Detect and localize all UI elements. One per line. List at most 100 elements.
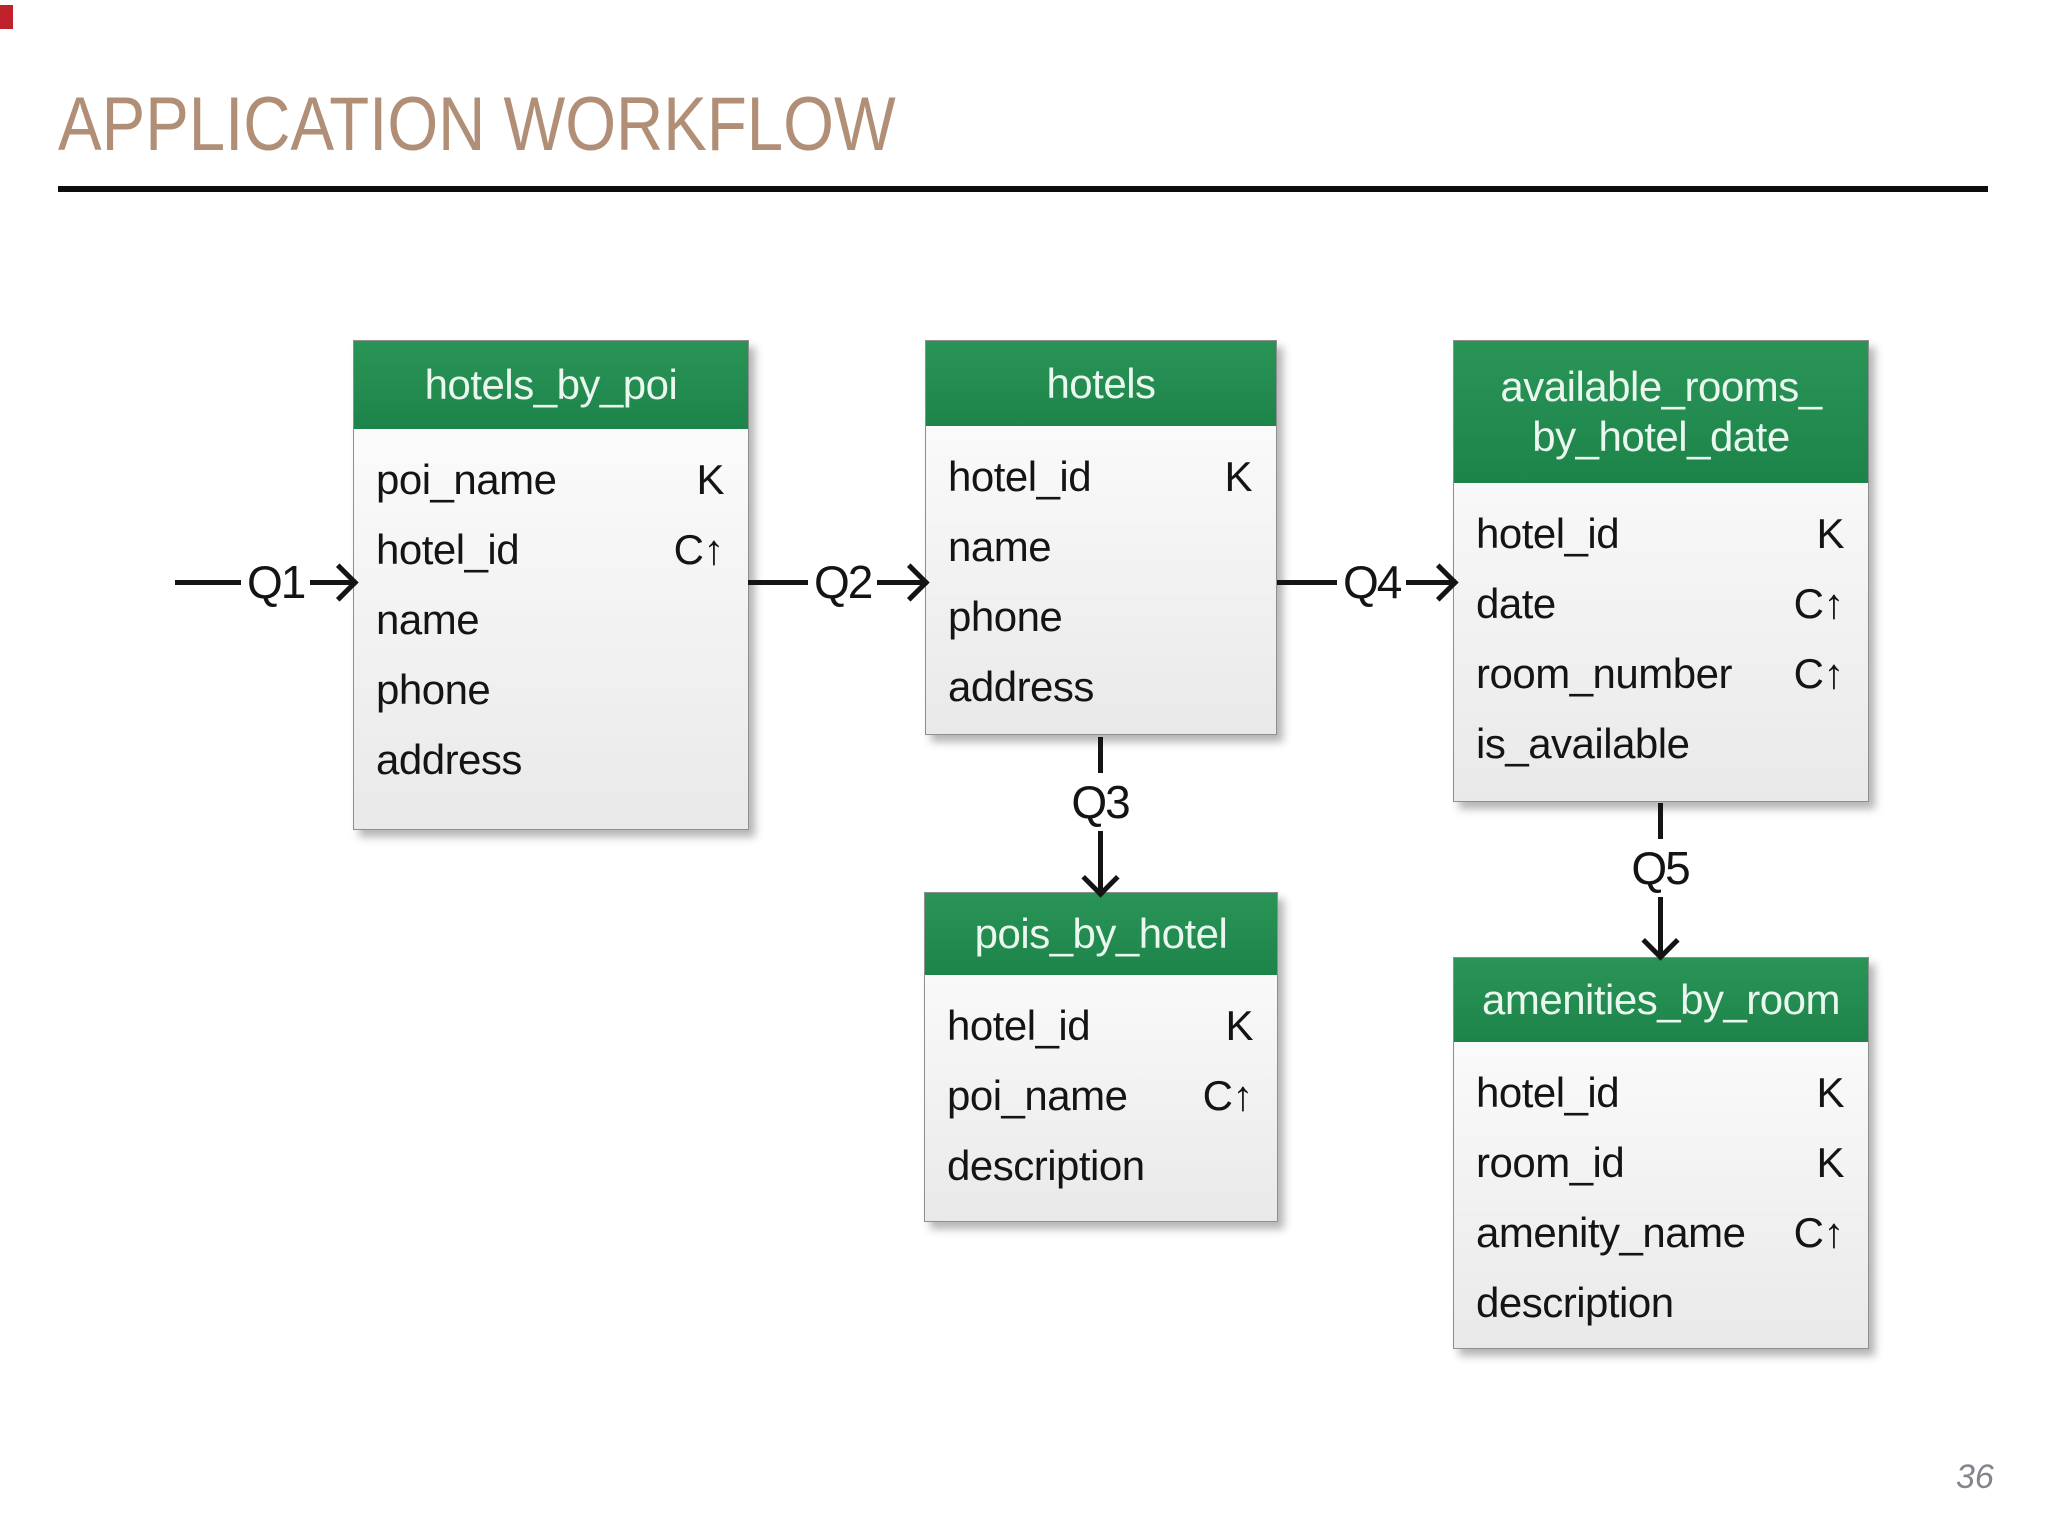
field-name: description — [1476, 1279, 1674, 1326]
arrow-line — [1097, 831, 1103, 891]
field-name: poi_name — [376, 456, 557, 503]
field-name: address — [948, 663, 1094, 710]
table-header: pois_by_hotel — [925, 893, 1277, 975]
field-name: phone — [376, 666, 491, 713]
page-number: 36 — [1956, 1458, 1994, 1496]
arrow-line — [877, 579, 923, 585]
arrowhead-down-icon — [1080, 859, 1120, 898]
query-arrow-q2: Q2 — [748, 552, 930, 612]
query-label-q3: Q3 — [1071, 776, 1130, 828]
table-body: hotel_id K date C↑ room_number C↑ is_ava… — [1454, 483, 1868, 801]
field-name: room_number — [1476, 650, 1732, 697]
field-row: is_available — [1476, 709, 1848, 779]
field-key-badge: K — [1816, 1139, 1844, 1186]
field-row: poi_name K — [376, 445, 728, 515]
table-name-line: hotels — [1046, 359, 1156, 407]
arrow-line — [1657, 897, 1663, 954]
field-name: date — [1476, 580, 1556, 627]
arrow-line — [1657, 803, 1663, 839]
field-name: address — [376, 736, 522, 783]
field-name: name — [376, 596, 480, 643]
field-row: date C↑ — [1476, 569, 1848, 639]
field-name: hotel_id — [948, 453, 1092, 500]
title-divider — [58, 186, 1988, 192]
field-name: hotel_id — [947, 1002, 1091, 1049]
field-row: hotel_id C↑ — [376, 515, 728, 585]
field-name: name — [948, 523, 1052, 570]
field-name: hotel_id — [1476, 1069, 1620, 1116]
table-header: available_rooms_ by_hotel_date — [1454, 341, 1868, 483]
table-name-line: pois_by_hotel — [974, 910, 1228, 957]
field-key-badge: K — [1816, 510, 1844, 557]
field-key-badge: K — [1224, 453, 1252, 500]
query-label-q2: Q2 — [814, 556, 873, 608]
field-name: amenity_name — [1476, 1209, 1746, 1256]
table-header: amenities_by_room — [1454, 958, 1868, 1042]
query-arrow-q3: Q3 — [1068, 737, 1132, 898]
field-name: hotel_id — [376, 526, 520, 573]
arrow-line — [1097, 737, 1103, 773]
field-row: room_number C↑ — [1476, 639, 1848, 709]
slide-accent-mark — [0, 5, 13, 29]
query-arrow-q4: Q4 — [1277, 552, 1459, 612]
query-arrow-q1: Q1 — [175, 552, 359, 612]
table-name-line: hotels_by_poi — [424, 361, 678, 408]
field-key-badge: C↑ — [673, 526, 725, 573]
table-name-line: available_rooms_ — [1500, 363, 1822, 410]
field-name: is_available — [1476, 720, 1690, 767]
field-key-badge: C↑ — [1793, 1209, 1845, 1256]
table-name-line: amenities_by_room — [1481, 976, 1841, 1023]
field-row: phone — [948, 582, 1256, 652]
field-name: poi_name — [947, 1072, 1128, 1119]
arrow-line — [175, 579, 241, 585]
field-row: name — [948, 512, 1256, 582]
field-name: room_id — [1476, 1139, 1625, 1186]
field-key-badge: C↑ — [1793, 580, 1845, 627]
query-label-q4: Q4 — [1343, 556, 1402, 608]
field-row: hotel_id K — [1476, 499, 1848, 569]
query-arrow-q5: Q5 — [1628, 803, 1692, 961]
table-hotels-by-poi: hotels_by_poi poi_name K hotel_id C↑ nam… — [353, 340, 749, 830]
arrowhead-right-icon — [320, 562, 359, 602]
table-available-rooms-by-hotel-date: available_rooms_ by_hotel_date hotel_id … — [1453, 340, 1869, 802]
field-row: hotel_id K — [948, 442, 1256, 512]
table-body: hotel_id K name phone address — [926, 426, 1276, 734]
field-row: amenity_name C↑ — [1476, 1198, 1848, 1268]
table-body: poi_name K hotel_id C↑ name phone addres… — [354, 429, 748, 829]
table-amenities-by-room: amenities_by_room hotel_id K room_id K a… — [1453, 957, 1869, 1349]
field-row: phone — [376, 655, 728, 725]
field-row: address — [948, 652, 1256, 722]
table-pois-by-hotel: pois_by_hotel hotel_id K poi_name C↑ des… — [924, 892, 1278, 1222]
field-row: description — [947, 1131, 1257, 1201]
arrowhead-right-icon — [891, 562, 930, 602]
field-key-badge: C↑ — [1202, 1072, 1254, 1119]
field-row: hotel_id K — [947, 991, 1257, 1061]
field-row: address — [376, 725, 728, 795]
arrow-line — [1406, 579, 1452, 585]
field-key-badge: C↑ — [1793, 650, 1845, 697]
arrow-line — [1277, 579, 1337, 585]
table-name-line: by_hotel_date — [1532, 413, 1790, 460]
field-key-badge: K — [696, 456, 724, 503]
table-header: hotels_by_poi — [354, 341, 748, 429]
field-row: description — [1476, 1268, 1848, 1338]
field-row: hotel_id K — [1476, 1058, 1848, 1128]
arrow-line — [310, 579, 352, 585]
field-name: description — [947, 1142, 1145, 1189]
arrowhead-down-icon — [1640, 922, 1680, 961]
table-header: hotels — [926, 341, 1276, 426]
field-key-badge: K — [1225, 1002, 1253, 1049]
arrowhead-right-icon — [1420, 562, 1459, 602]
slide-title: APPLICATION WORKFLOW — [58, 81, 896, 167]
field-name: hotel_id — [1476, 510, 1620, 557]
query-label-q1: Q1 — [247, 556, 306, 608]
field-name: phone — [948, 593, 1063, 640]
table-hotels: hotels hotel_id K name phone address — [925, 340, 1277, 735]
table-body: hotel_id K poi_name C↑ description — [925, 975, 1277, 1221]
arrow-line — [748, 579, 808, 585]
table-body: hotel_id K room_id K amenity_name C↑ des… — [1454, 1042, 1868, 1348]
field-key-badge: K — [1816, 1069, 1844, 1116]
field-row: name — [376, 585, 728, 655]
field-row: room_id K — [1476, 1128, 1848, 1198]
field-row: poi_name C↑ — [947, 1061, 1257, 1131]
